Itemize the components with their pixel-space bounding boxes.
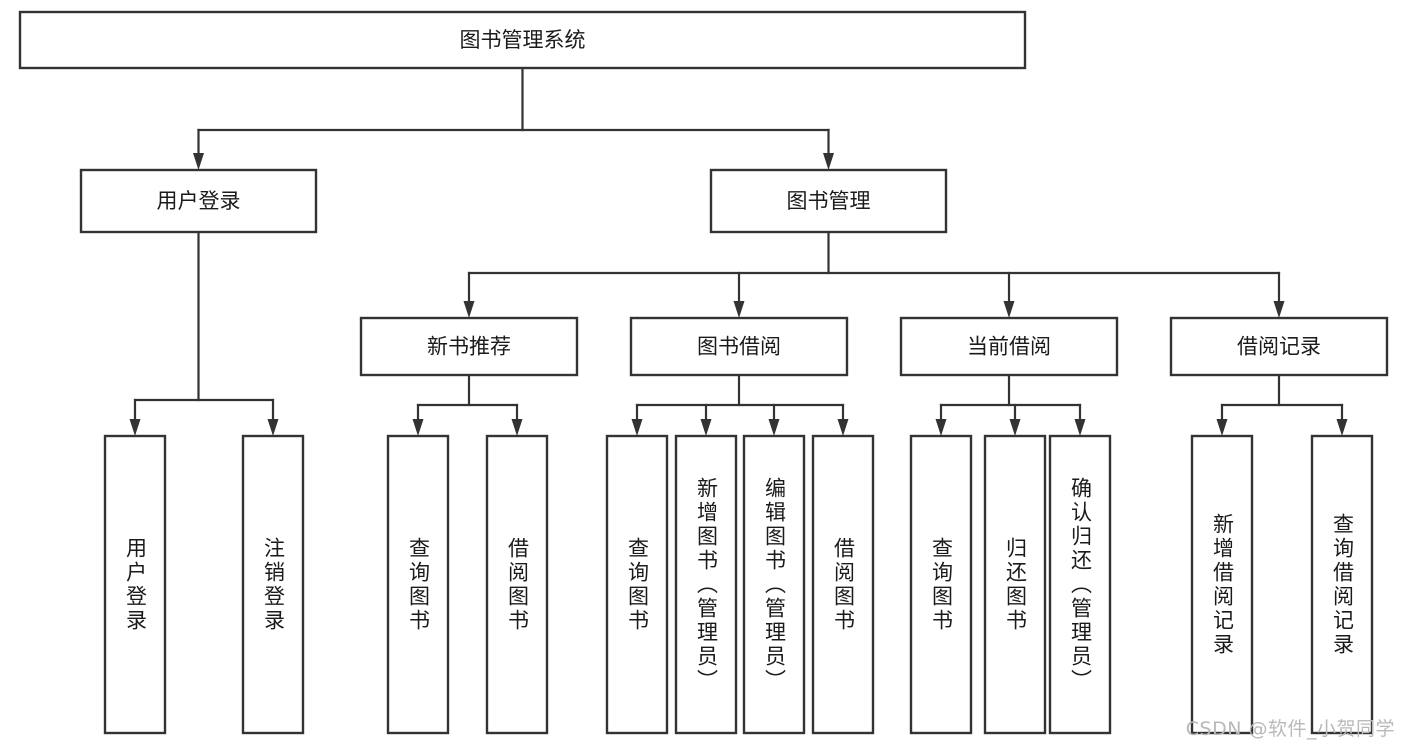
node-box[interactable] [103, 434, 167, 735]
arrow-head-icon [267, 419, 279, 436]
arrow-head-icon [823, 153, 834, 170]
node-box[interactable] [674, 434, 738, 735]
connector-group-current-borrow [935, 373, 1086, 436]
node-box[interactable] [1310, 434, 1374, 735]
arrow-head-icon [1336, 419, 1348, 436]
connector-group-borrow-record [1216, 373, 1348, 436]
node-box[interactable] [709, 168, 948, 234]
node-leaf-borrow-book[interactable] [811, 434, 875, 735]
node-leaf-add-book[interactable] [674, 434, 738, 735]
arrow-head-icon [1009, 419, 1021, 436]
arrow-head-icon [935, 419, 947, 436]
node-box[interactable] [742, 434, 806, 735]
node-label: 图书管理系统 [460, 28, 586, 52]
node-box[interactable] [1169, 316, 1389, 377]
arrow-head-icon [700, 419, 712, 436]
node-leaf-query-record[interactable] [1310, 434, 1374, 735]
node-borrow-record[interactable]: 借阅记录 [1169, 316, 1389, 377]
node-label: 新书推荐 [427, 335, 511, 359]
node-leaf-user-login[interactable] [103, 434, 167, 735]
arrow-head-icon [1074, 419, 1086, 436]
arrow-head-icon [129, 419, 141, 436]
node-label: 借阅记录 [1237, 335, 1321, 359]
node-box[interactable] [1190, 434, 1254, 735]
node-leaf-return-book[interactable] [983, 434, 1047, 735]
node-book-borrow[interactable]: 图书借阅 [629, 316, 849, 377]
connector-layer [129, 66, 1348, 436]
node-box[interactable] [241, 434, 305, 735]
connector-group-book-manage [463, 230, 1285, 318]
node-box[interactable] [18, 10, 1027, 70]
arrow-head-icon [463, 301, 475, 318]
arrow-head-icon [837, 419, 849, 436]
arrow-head-icon [193, 153, 204, 170]
node-leaf-edit-book[interactable] [742, 434, 806, 735]
connector-group-book-borrow [631, 373, 849, 436]
node-box[interactable] [629, 316, 849, 377]
node-leaf-borrow-book-rec[interactable] [485, 434, 549, 735]
watermark: CSDN @软件_小贺同学 [1185, 718, 1395, 740]
node-leaf-add-record[interactable] [1190, 434, 1254, 735]
node-root[interactable]: 图书管理系统 [18, 10, 1027, 70]
arrow-head-icon [1003, 301, 1015, 318]
connector-group-new-book-recommend [412, 373, 523, 436]
node-leaf-query-book-cur[interactable] [909, 434, 973, 735]
arrow-head-icon [412, 419, 424, 436]
arrow-head-icon [768, 419, 780, 436]
arrow-head-icon [1273, 301, 1285, 318]
node-box[interactable] [79, 168, 318, 234]
node-label: 图书借阅 [697, 335, 781, 359]
node-leaf-confirm-return[interactable] [1048, 434, 1112, 735]
node-box[interactable] [359, 316, 579, 377]
node-book-manage[interactable]: 图书管理 [709, 168, 948, 234]
node-box[interactable] [485, 434, 549, 735]
node-box[interactable] [811, 434, 875, 735]
arrow-head-icon [511, 419, 523, 436]
node-new-book-recommend[interactable]: 新书推荐 [359, 316, 579, 377]
node-label: 用户登录 [157, 189, 241, 213]
arrow-head-icon [631, 419, 643, 436]
node-label: 当前借阅 [967, 335, 1051, 359]
node-leaf-query-book-borrow[interactable] [605, 434, 669, 735]
node-box[interactable] [983, 434, 1047, 735]
node-box[interactable] [386, 434, 450, 735]
node-box[interactable] [899, 316, 1119, 377]
node-box[interactable] [909, 434, 973, 735]
node-box[interactable] [1048, 434, 1112, 735]
arrow-head-icon [1216, 419, 1228, 436]
connector-group-root [193, 66, 834, 170]
node-user-login[interactable]: 用户登录 [79, 168, 318, 234]
connector-group-user-login [129, 230, 279, 436]
node-current-borrow[interactable]: 当前借阅 [899, 316, 1119, 377]
arrow-head-icon [733, 301, 745, 318]
node-label: 图书管理 [787, 189, 871, 213]
node-box[interactable] [605, 434, 669, 735]
node-leaf-user-logout[interactable] [241, 434, 305, 735]
node-leaf-query-book-rec[interactable] [386, 434, 450, 735]
